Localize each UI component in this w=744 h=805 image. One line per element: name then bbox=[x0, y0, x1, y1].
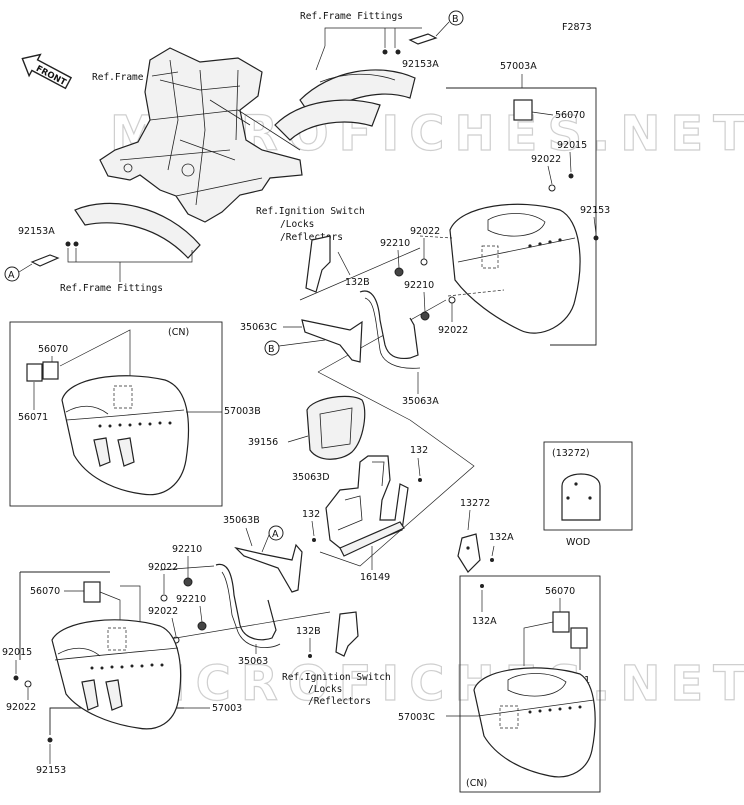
rail-35063A bbox=[359, 290, 419, 360]
part-56070-upper: 56070 bbox=[555, 110, 585, 121]
part-57003: 57003 bbox=[212, 703, 242, 714]
part-39156: 39156 bbox=[248, 437, 278, 448]
part-92153A-top: 92153A bbox=[402, 59, 439, 70]
saddlebag-57003B-studs bbox=[98, 421, 172, 428]
watermark-bottom: MICROFICHES.NET bbox=[110, 656, 744, 712]
part-132A-lower: 132A bbox=[472, 616, 497, 627]
ref-ignition-switch-2: Ref.Ignition Switch bbox=[282, 672, 391, 683]
wod-box bbox=[543, 441, 633, 531]
cn-label-right: (CN) bbox=[466, 778, 487, 789]
bracket-35063C bbox=[301, 319, 363, 363]
circle-mark-a-lower: A bbox=[272, 529, 279, 540]
ignition-bracket-lower bbox=[335, 611, 359, 657]
part-57003A: 57003A bbox=[500, 61, 537, 72]
part-92022-upper-right: 92022 bbox=[531, 154, 561, 165]
cn-label-left: (CN) bbox=[168, 327, 189, 338]
part-13272-paren: (13272) bbox=[552, 448, 590, 459]
part-92153A-left: 92153A bbox=[18, 226, 55, 237]
part-35063C: 35063C bbox=[240, 322, 277, 333]
part-16149: 16149 bbox=[360, 572, 390, 583]
part-13272: 13272 bbox=[460, 498, 490, 509]
part-132B-lower: 132B bbox=[296, 626, 321, 637]
part-92022-upper-a: 92022 bbox=[410, 226, 440, 237]
sticker-56070-upper bbox=[513, 99, 533, 121]
part-132A-upper: 132A bbox=[489, 532, 514, 543]
part-132B-upper: 132B bbox=[345, 277, 370, 288]
part-132-right: 132 bbox=[410, 445, 428, 456]
saddlebag-57003A-studs bbox=[528, 238, 562, 248]
ref-frame-fittings-bottom: Ref.Frame Fittings bbox=[60, 283, 163, 294]
saddlebag-57003A bbox=[449, 203, 581, 334]
circle-mark-a-left: A bbox=[8, 270, 15, 281]
backrest-pad-39156 bbox=[306, 395, 366, 460]
ref-reflectors-2: /Reflectors bbox=[308, 696, 371, 707]
sticker-56070-left bbox=[42, 361, 59, 380]
sticker-56071-left bbox=[26, 363, 43, 382]
part-35063: 35063 bbox=[238, 656, 268, 667]
ref-reflectors-1: /Reflectors bbox=[280, 232, 343, 243]
front-arrow-icon: FRONT bbox=[21, 53, 73, 90]
part-92210-upper-a: 92210 bbox=[380, 238, 410, 249]
ref-locks-2: /Locks bbox=[308, 684, 342, 695]
diagram-id: F2873 bbox=[562, 22, 592, 33]
plate-13272-wod bbox=[561, 473, 601, 521]
ref-frame-fittings-top: Ref.Frame Fittings bbox=[300, 11, 403, 22]
part-92210-upper-b: 92210 bbox=[404, 280, 434, 291]
sticker-56070-lower-right bbox=[552, 611, 570, 633]
part-56070-lower-left: 56070 bbox=[30, 586, 60, 597]
part-92015-upper: 92015 bbox=[557, 140, 587, 151]
saddlebag-57003C bbox=[473, 667, 596, 778]
part-92022-lower-a: 92022 bbox=[148, 562, 178, 573]
bracket-35063B bbox=[234, 543, 303, 593]
wod-label: WOD bbox=[566, 537, 590, 548]
part-56071-left: 56071 bbox=[18, 412, 48, 423]
ref-ignition-switch-1: Ref.Ignition Switch bbox=[256, 206, 365, 217]
sticker-56071-lower-right bbox=[570, 627, 588, 649]
part-56070-left: 56070 bbox=[38, 344, 68, 355]
backrest-bar-16149 bbox=[339, 521, 405, 557]
part-92210-lower-a: 92210 bbox=[172, 544, 202, 555]
ignition-bracket-upper bbox=[305, 235, 331, 293]
part-35063D: 35063D bbox=[292, 472, 330, 483]
part-35063A: 35063A bbox=[402, 396, 439, 407]
frame-illustration bbox=[99, 47, 303, 223]
saddlebag-57003-studs bbox=[90, 663, 164, 670]
part-57003B: 57003B bbox=[224, 406, 261, 417]
part-57003C: 57003C bbox=[398, 712, 435, 723]
front-fender-illustration bbox=[74, 202, 201, 259]
cn-box-left bbox=[9, 321, 223, 507]
rear-fender-illustration bbox=[274, 69, 416, 141]
sticker-56070-lower-left bbox=[83, 581, 101, 603]
part-56070-lower-right: 56070 bbox=[545, 586, 575, 597]
part-92153-upper: 92153 bbox=[580, 205, 610, 216]
part-92153-lower: 92153 bbox=[36, 765, 66, 776]
ref-locks-1: /Locks bbox=[280, 219, 314, 230]
part-92210-lower-b: 92210 bbox=[176, 594, 206, 605]
part-92022-upper-b: 92022 bbox=[438, 325, 468, 336]
plate-13272 bbox=[457, 533, 481, 573]
saddlebag-57003C-studs bbox=[528, 705, 582, 714]
part-92022-lower-left: 92022 bbox=[6, 702, 36, 713]
part-92022-lower-b: 92022 bbox=[148, 606, 178, 617]
saddlebag-57003B bbox=[61, 375, 190, 496]
circle-mark-b-top: B bbox=[452, 14, 459, 25]
backrest-frame-35063D bbox=[325, 455, 409, 549]
rail-35063 bbox=[215, 563, 277, 641]
part-35063B: 35063B bbox=[223, 515, 260, 526]
saddlebag-57003 bbox=[51, 619, 182, 730]
circle-mark-b-mid: B bbox=[268, 344, 275, 355]
cn-box-right bbox=[459, 575, 601, 793]
part-132-left: 132 bbox=[302, 509, 320, 520]
part-92015-lower: 92015 bbox=[2, 647, 32, 658]
ref-frame: Ref.Frame bbox=[92, 72, 144, 83]
